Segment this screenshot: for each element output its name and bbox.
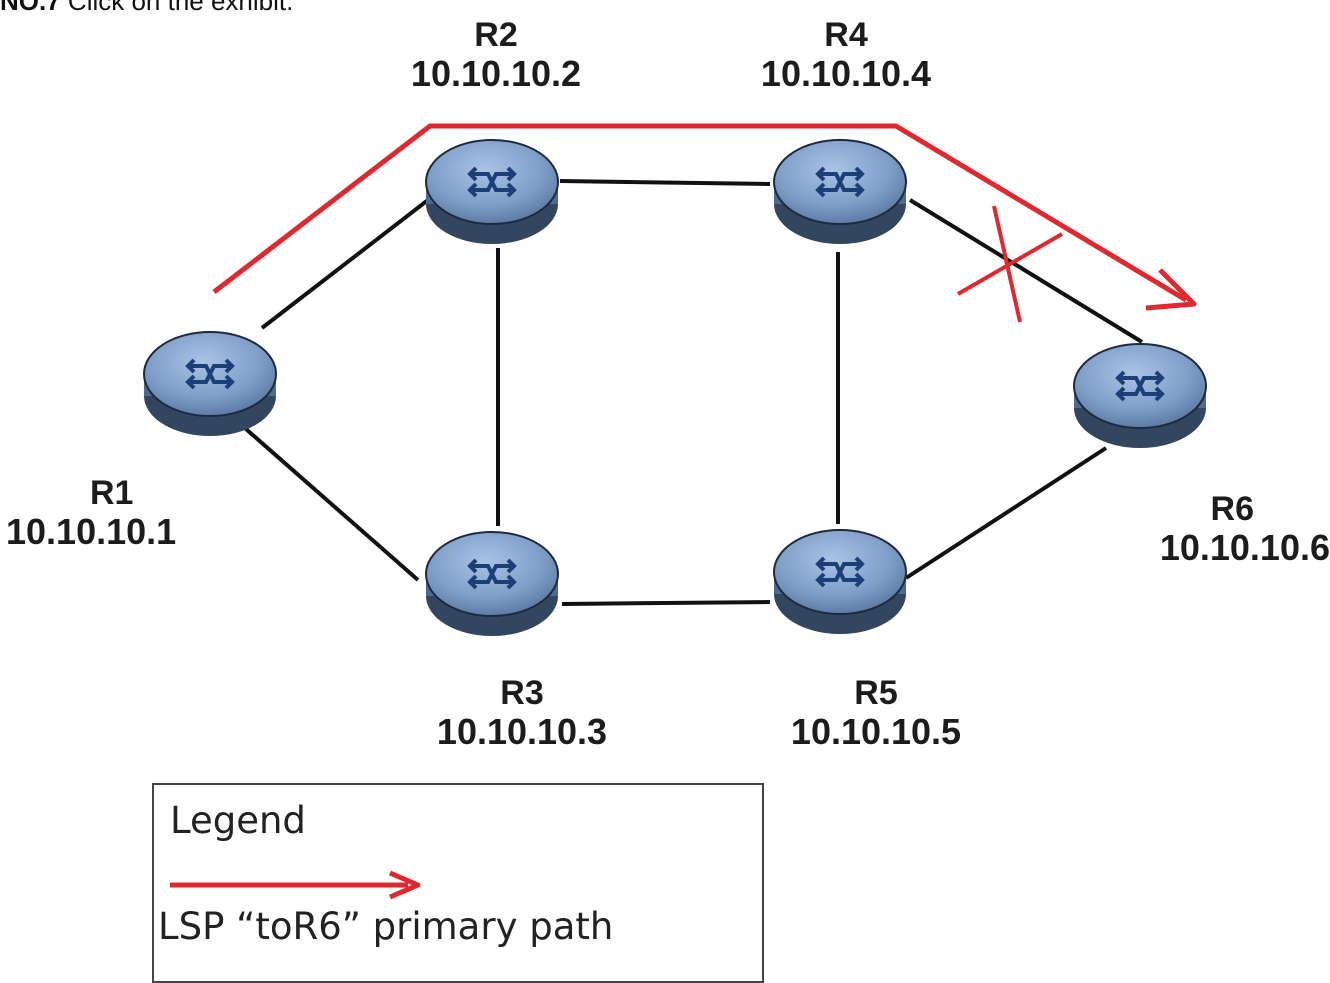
- lsp-arrowhead: [1145, 268, 1197, 311]
- question-header: NO.7 Click on the exhibit.: [0, 0, 293, 17]
- router-ip: 10.10.10.1: [6, 511, 177, 553]
- router-label-r4: R4 10.10.10.4: [736, 16, 956, 94]
- router-label-r5: R5 10.10.10.5: [766, 674, 986, 752]
- router-label-r6: R6 10.10.10.6: [1114, 490, 1330, 568]
- router-ip: 10.10.10.3: [436, 711, 608, 753]
- router-r2: [425, 139, 559, 244]
- router-ip: 10.10.10.2: [410, 53, 582, 95]
- router-r5: [773, 529, 907, 634]
- question-text: Click on the exhibit.: [60, 0, 294, 16]
- router-ip: 10.10.10.4: [760, 53, 932, 95]
- lsp-path-line: [212, 123, 1188, 303]
- router-ip: 10.10.10.6: [1159, 527, 1330, 569]
- network-diagram: [143, 123, 1207, 636]
- legend-title: Legend: [170, 799, 306, 842]
- router-r3: [425, 531, 559, 636]
- router-label-r1: R1 10.10.10.1: [6, 474, 176, 552]
- link-r5-r6: [904, 446, 1108, 580]
- legend-entry-lsp: LSP “toR6” primary path: [158, 905, 614, 948]
- router-name: R5: [854, 674, 898, 712]
- link-failure-x: [957, 205, 1063, 323]
- legend-box: Legend LSP “toR6” primary path: [152, 783, 764, 983]
- router-ip: 10.10.10.5: [790, 711, 962, 753]
- links: [236, 179, 1144, 606]
- router-label-r3: R3 10.10.10.3: [412, 674, 632, 752]
- router-name: R1: [90, 474, 134, 512]
- router-name: R6: [1210, 490, 1254, 528]
- router-name: R3: [500, 674, 544, 712]
- lsp-primary-path: [212, 123, 1197, 311]
- router-r6: [1073, 343, 1207, 448]
- link-r1-r3: [236, 420, 420, 582]
- link-r4-r6: [908, 198, 1144, 344]
- router-name: R2: [474, 16, 518, 54]
- link-r3-r5: [561, 600, 771, 606]
- question-number: NO.7: [0, 0, 61, 16]
- router-name: R4: [824, 16, 868, 54]
- router-label-r2: R2 10.10.10.2: [386, 16, 606, 94]
- link-r1-r2: [260, 198, 430, 330]
- link-r2-r4: [559, 179, 771, 186]
- legend-arrow-icon: [170, 870, 421, 899]
- router-r1: [143, 331, 277, 436]
- router-r4: [773, 139, 907, 244]
